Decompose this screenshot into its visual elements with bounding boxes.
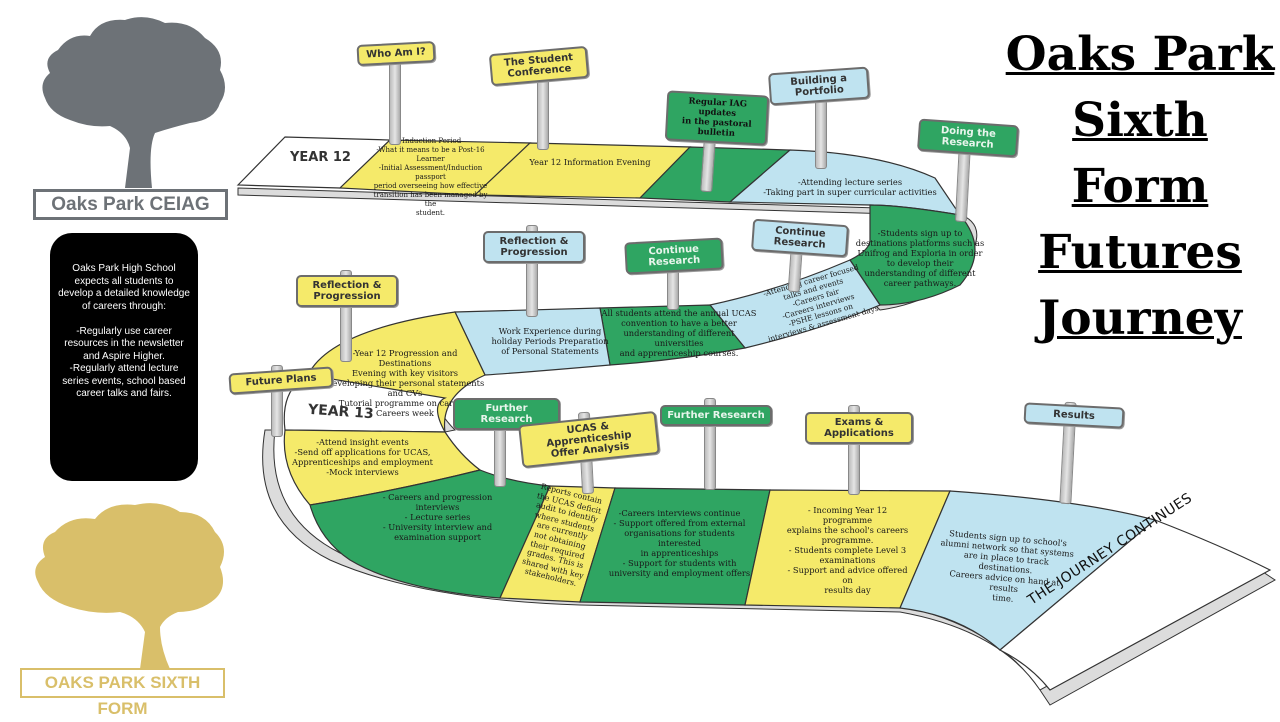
segment-text-destinations: -Students sign up to destinations platfo… [855, 228, 985, 288]
sign-further-research-1: Further Research [453, 398, 560, 430]
segment-text-lectures: -Attending lecture series -Taking part i… [763, 177, 937, 197]
sign-reflection-progression-blue: Reflection & Progression [483, 231, 585, 263]
sign-who-am-i: Who Am I? [356, 40, 436, 67]
info-box: Oaks Park High School expects all studen… [50, 233, 198, 481]
signpost-pole [389, 58, 401, 145]
title-line-3: Form [1071, 159, 1209, 214]
sign-continue-research-blue: Continue Research [751, 218, 849, 258]
segment-text-alumni: Students sign up to school's alumni netw… [940, 527, 1075, 604]
title-line-5: Journey [1038, 291, 1242, 346]
sixth-form-logo-caption: OAKS PARK SIXTH FORM [20, 668, 225, 718]
road-year13-lane [262, 429, 1276, 706]
sign-reflection-progression-yellow: Reflection & Progression [296, 275, 398, 307]
sign-continue-research-green: Continue Research [624, 237, 724, 275]
segment-text-work-experience: Work Experience during holiday Periods P… [491, 326, 609, 356]
oak-tree-icon [42, 17, 225, 189]
year-12-label: YEAR 12 [290, 150, 351, 165]
title-line-1: Oaks Park [1005, 27, 1275, 82]
sign-exams-applications: Exams & Applications [805, 412, 913, 444]
sign-doing-research: Doing the Research [917, 118, 1019, 158]
sign-regular-iag: Regular IAG updates in the pastoral bull… [664, 90, 770, 146]
segment-text-interviews: - Careers and progression interviews - L… [382, 492, 493, 542]
sign-further-research-2: Further Research [660, 405, 772, 426]
title-line-2: Sixth [1072, 93, 1208, 148]
ceiag-logo-caption: Oaks Park CEIAG [33, 189, 228, 220]
segment-text-external-support: -Careers interviews continue - Support o… [608, 508, 751, 578]
segment-text-induction: -Induction Period -What it means to be a… [373, 137, 488, 217]
segment-work-experience [454, 307, 611, 376]
segment-destinations [849, 204, 976, 306]
segment-text-ucas-convention: All students attend the annual UCAS conv… [601, 308, 757, 358]
segment-ucas-convention [599, 304, 747, 366]
road-year12-lane [236, 136, 978, 311]
segment-text-exams: - Incoming Year 12 programme explains th… [786, 505, 909, 595]
segment-journey-continues [998, 519, 1272, 691]
segment-text-applications: -Attend insight events -Send off applica… [292, 437, 433, 477]
segment-text-info-evening: Year 12 Information Evening [529, 157, 651, 167]
oak-tree-gold-icon [35, 503, 224, 669]
title-line-4: Futures [1038, 225, 1242, 280]
page-title: Oaks Park Sixth Form Futures Journey [1005, 22, 1275, 352]
